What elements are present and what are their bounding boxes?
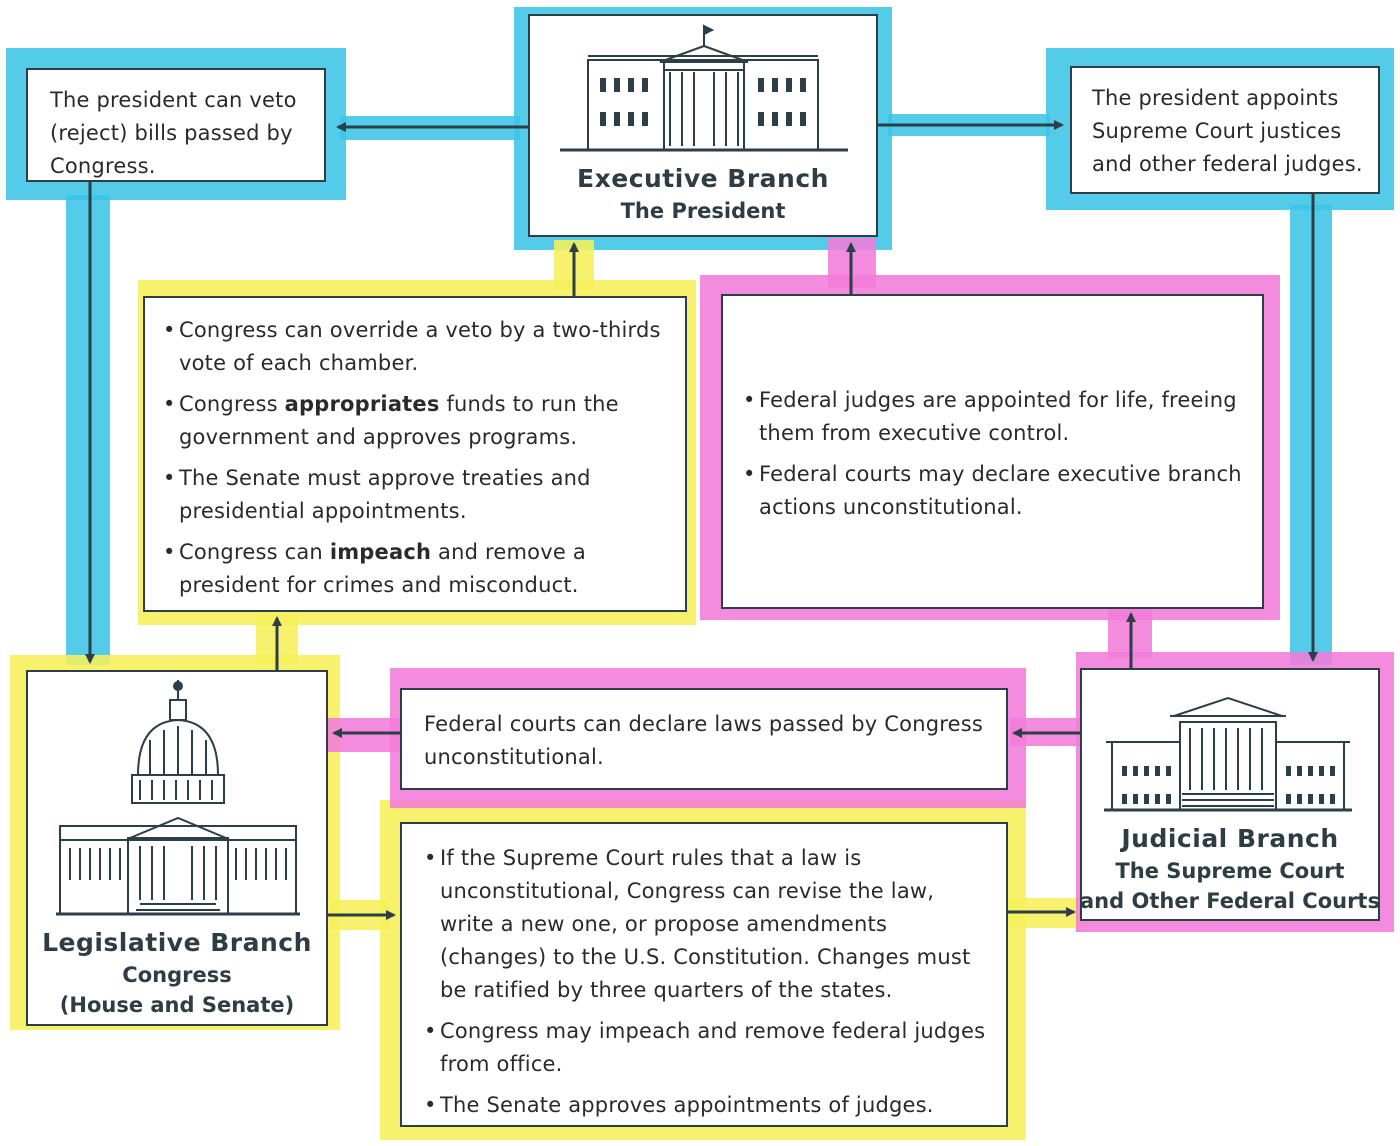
courts-arrow-highlight <box>1006 898 1086 928</box>
congress-exec-item-1: Congress can override a veto by a two-th… <box>163 314 673 380</box>
appoint-connector-highlight <box>888 114 1050 136</box>
appoint-text: The president appoints Supreme Court jus… <box>1092 86 1363 176</box>
legislative-sub1: Congress <box>122 963 232 987</box>
congress-courts-item-1: If the Supreme Court rules that a law is… <box>424 842 994 1007</box>
congress-exec-item-4: Congress can impeach and remove a presid… <box>163 536 673 602</box>
congress-exec-item-2: Congress appropriates funds to run the g… <box>163 388 673 454</box>
courts-laws-right-highlight <box>1010 718 1082 746</box>
legislative-up-highlight <box>256 615 298 665</box>
executive-name: Executive Branch <box>577 164 829 193</box>
judges-exec-list: Federal judges are appointed for life, f… <box>743 384 1253 532</box>
congress-courts-arrow-highlight <box>330 900 390 930</box>
right-down-highlight <box>1290 205 1332 665</box>
executive-title: Executive Branch The President <box>528 162 878 226</box>
legislative-sub2: (House and Senate) <box>59 993 295 1017</box>
congress-courts-item-2: Congress may impeach and remove federal … <box>424 1015 994 1081</box>
congress-courts-list: If the Supreme Court rules that a law is… <box>424 842 994 1130</box>
judges-exec-up-highlight <box>828 238 876 288</box>
congress-exec-box: Congress can override a veto by a two-th… <box>143 296 687 612</box>
judicial-sub2: and Other Federal Courts <box>1080 889 1380 913</box>
executive-sub: The President <box>620 199 786 223</box>
judges-exec-item-2: Federal courts may declare executive bra… <box>743 458 1253 524</box>
veto-box: The president can veto (reject) bills pa… <box>26 68 326 182</box>
judicial-up-highlight <box>1108 608 1152 658</box>
veto-text: The president can veto (reject) bills pa… <box>50 88 297 178</box>
appoint-box: The president appoints Supreme Court jus… <box>1070 66 1380 194</box>
judicial-name: Judicial Branch <box>1121 824 1339 853</box>
left-down-highlight <box>66 195 110 665</box>
legislative-name: Legislative Branch <box>42 928 312 957</box>
courts-laws-box: Federal courts can declare laws passed b… <box>400 688 1008 790</box>
courts-laws-left-highlight <box>326 718 406 752</box>
veto-connector-highlight <box>340 116 520 140</box>
judicial-sub1: The Supreme Court <box>1115 859 1345 883</box>
judicial-title: Judicial Branch The Supreme Court and Ot… <box>1080 822 1380 916</box>
congress-exec-up-highlight <box>554 240 594 290</box>
congress-courts-box: If the Supreme Court rules that a law is… <box>400 822 1008 1127</box>
judges-exec-box: Federal judges are appointed for life, f… <box>721 294 1264 609</box>
congress-exec-item-3: The Senate must approve treaties and pre… <box>163 462 673 528</box>
courts-laws-text: Federal courts can declare laws passed b… <box>424 712 984 769</box>
legislative-title: Legislative Branch Congress (House and S… <box>26 926 328 1020</box>
congress-courts-item-3: The Senate approves appointments of judg… <box>424 1089 994 1122</box>
congress-exec-list: Congress can override a veto by a two-th… <box>163 314 673 610</box>
judges-exec-item-1: Federal judges are appointed for life, f… <box>743 384 1253 450</box>
